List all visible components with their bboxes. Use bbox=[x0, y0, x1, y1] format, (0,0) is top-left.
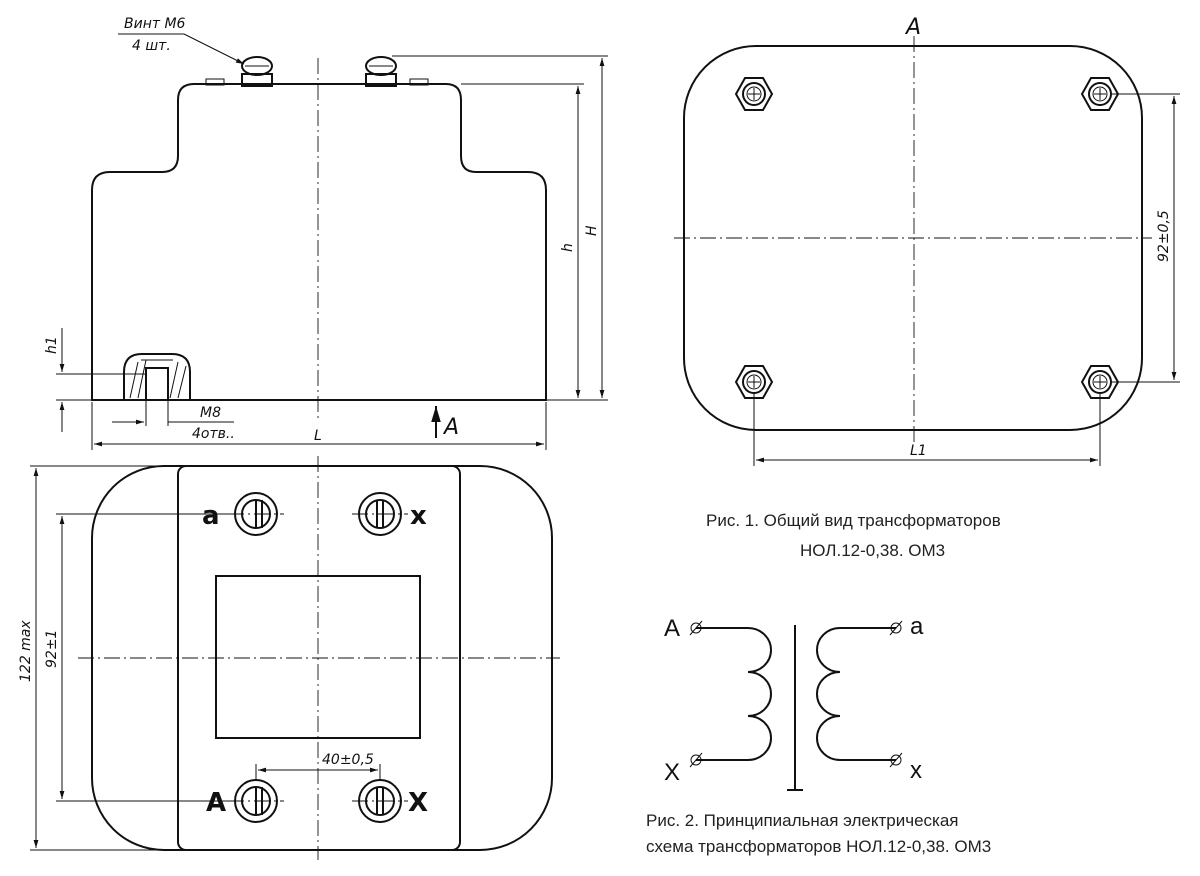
dim-40-label: 40±0,5 bbox=[322, 752, 374, 768]
terminal-label-x: x bbox=[410, 501, 427, 531]
washer-left bbox=[205, 78, 225, 86]
fig2-caption-line1: Рис. 2. Принципиальная электрическая bbox=[646, 811, 959, 830]
hex-nut-top-left bbox=[734, 77, 774, 111]
dim-L-label: L bbox=[314, 428, 322, 444]
terminal-X-symbol bbox=[689, 752, 703, 768]
schematic-label-A: A bbox=[664, 615, 680, 642]
hex-nut-bottom-right bbox=[1080, 365, 1120, 399]
schematic-label-a: a bbox=[910, 613, 924, 640]
schematic-label-X: X bbox=[664, 759, 680, 786]
plan-view: a x A X 122 max 92±1 40±0,5 bbox=[18, 456, 560, 860]
hex-nut-bottom-left bbox=[734, 365, 774, 399]
side-view-body bbox=[91, 83, 547, 401]
dim-122-label: 122 max bbox=[18, 620, 34, 682]
terminal-screw-a bbox=[228, 492, 284, 536]
schematic-label-x: x bbox=[910, 757, 922, 784]
dim-h-label: h bbox=[560, 243, 576, 252]
schematic: A X a x bbox=[664, 613, 924, 791]
dim-H-label: H bbox=[584, 225, 600, 236]
terminal-a-symbol bbox=[889, 620, 903, 636]
dim-h1-label: h1 bbox=[44, 336, 60, 354]
hex-nut-top-right bbox=[1080, 77, 1120, 111]
terminal-label-A: A bbox=[206, 788, 226, 818]
terminal-x-symbol bbox=[889, 752, 903, 768]
terminal-screw-X bbox=[352, 779, 408, 823]
fig1-caption-line1: Рис. 1. Общий вид трансформаторов bbox=[706, 511, 1001, 530]
screw-note-line1: Винт М6 bbox=[124, 16, 186, 32]
threaded-insert-section bbox=[123, 353, 191, 401]
screw-right bbox=[365, 56, 397, 87]
side-view: Винт М6 4 шт. h H h1 М8 4отв.. А bbox=[44, 16, 608, 450]
dim-base-vertical-label: 92±0,5 bbox=[1156, 210, 1172, 262]
screw-note-line2: 4 шт. bbox=[132, 38, 171, 54]
thread-note-line1: М8 bbox=[200, 405, 221, 421]
dim-92-label: 92±1 bbox=[44, 630, 60, 668]
terminal-label-X: X bbox=[408, 788, 428, 818]
fig2-caption-line2: схема трансформаторов НОЛ.12-0,38. ОМ3 bbox=[646, 837, 991, 856]
screw-left bbox=[241, 56, 273, 87]
base-view-title: А bbox=[904, 15, 921, 40]
thread-note-line2: 4отв.. bbox=[192, 426, 235, 442]
washer-right bbox=[409, 78, 429, 86]
fig1-caption-line2: НОЛ.12-0,38. ОМ3 bbox=[800, 541, 945, 560]
terminal-A-symbol bbox=[689, 620, 703, 636]
secondary-winding bbox=[816, 627, 896, 761]
primary-winding bbox=[696, 627, 772, 761]
screw-note-leader bbox=[183, 33, 245, 65]
base-view: А 92±0,5 L1 bbox=[674, 15, 1180, 466]
view-marker-label: А bbox=[442, 415, 459, 440]
terminal-screw-A bbox=[228, 779, 284, 823]
terminal-screw-x bbox=[352, 492, 408, 536]
terminal-label-a: a bbox=[202, 501, 220, 531]
dim-L1-label: L1 bbox=[910, 443, 927, 459]
